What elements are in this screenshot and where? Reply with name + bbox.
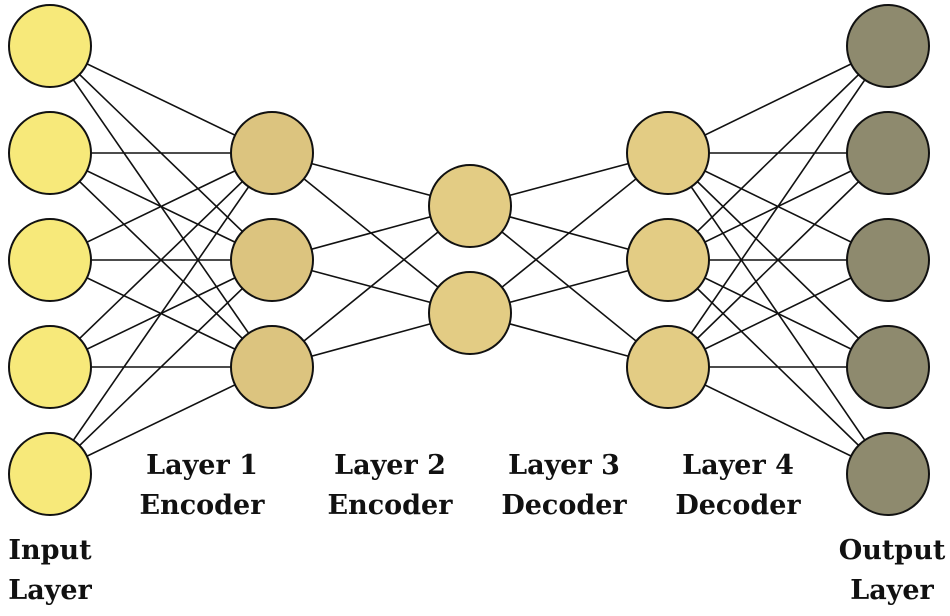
layer-2-label-line1: Layer 2 <box>334 450 446 481</box>
neuron-node <box>8 432 92 516</box>
neuron-node <box>8 218 92 302</box>
neuron-node <box>8 111 92 195</box>
input-layer-label-line2: Layer <box>8 575 92 606</box>
connection-line <box>667 152 889 368</box>
neuron-node <box>626 111 710 195</box>
output-layer-label-line2: Layer <box>850 575 934 606</box>
neuron-node <box>846 218 930 302</box>
input-layer-label: Input Layer <box>0 531 100 611</box>
neuron-node <box>846 432 930 516</box>
connection-line <box>667 45 889 261</box>
neuron-node <box>230 218 314 302</box>
neuron-node <box>626 218 710 302</box>
connection-line <box>271 205 471 368</box>
neuron-node <box>428 164 512 248</box>
connection-line <box>49 152 273 475</box>
layer-2-label-line2: Encoder <box>327 490 453 521</box>
output-layer-label: Output Layer <box>834 531 950 611</box>
connections <box>49 45 889 475</box>
neurons <box>8 4 930 516</box>
layer-3-label-line2: Decoder <box>501 490 627 521</box>
layer-3-label-line1: Layer 3 <box>508 450 620 481</box>
neuron-node <box>846 325 930 409</box>
layer-4-decoder-label: Layer 4 Decoder <box>666 446 810 526</box>
layer-2-encoder-label: Layer 2 Encoder <box>320 446 460 526</box>
layer-1-encoder-label: Layer 1 Encoder <box>132 446 272 526</box>
neuron-node <box>230 325 314 409</box>
connection-line <box>49 259 273 475</box>
neuron-node <box>846 4 930 88</box>
layer-1-label-line1: Layer 1 <box>146 450 258 481</box>
neuron-node <box>626 325 710 409</box>
layer-4-label-line2: Decoder <box>675 490 801 521</box>
layer-3-decoder-label: Layer 3 Decoder <box>492 446 636 526</box>
input-layer-label-line1: Input <box>8 535 92 566</box>
neuron-node <box>230 111 314 195</box>
neuron-node <box>846 111 930 195</box>
neuron-node <box>428 271 512 355</box>
connection-line <box>469 152 669 314</box>
layer-1-label-line2: Encoder <box>139 490 265 521</box>
output-layer-label-line1: Output <box>838 535 946 566</box>
neuron-node <box>8 325 92 409</box>
connection-line <box>667 45 889 368</box>
neuron-node <box>8 4 92 88</box>
connection-line <box>49 152 273 368</box>
layer-4-label-line1: Layer 4 <box>682 450 794 481</box>
